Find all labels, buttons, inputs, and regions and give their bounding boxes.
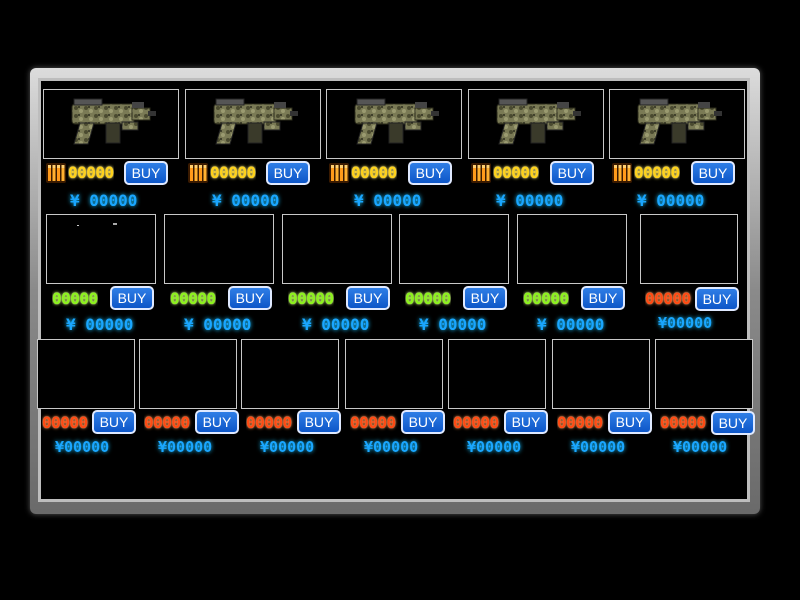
buy-button[interactable]: BUY [695,287,739,311]
buy-button[interactable]: BUY [463,286,507,310]
yen-cost: ¥ 00000 [637,191,705,210]
weapon-slot[interactable] [468,89,604,159]
buy-button[interactable]: BUY [346,286,390,310]
weapon-slot[interactable] [43,89,179,159]
ammo-price: 00000 [68,163,114,182]
item-slot[interactable] [37,339,135,409]
buy-button[interactable]: BUY [550,161,594,185]
bullets-icon [329,163,349,183]
buy-button[interactable]: BUY [124,161,168,185]
weapon-slot[interactable] [326,89,462,159]
buy-button[interactable]: BUY [110,286,154,310]
slot-speck [113,223,117,225]
yen-cost: ¥ 00000 [70,191,138,210]
buy-button[interactable]: BUY [581,286,625,310]
buy-button[interactable]: BUY [401,410,445,434]
item-slot[interactable] [139,339,237,409]
item-price: 00000 [523,289,569,308]
buy-button[interactable]: BUY [297,410,341,434]
slot-speck [77,225,79,226]
buy-button[interactable]: BUY [92,410,136,434]
weapon-slot[interactable] [185,89,321,159]
ammo-price: 00000 [634,163,680,182]
yen-cost: ¥ 00000 [66,315,134,334]
weapon-slot[interactable] [609,89,745,159]
yen-cost: ¥00000 [571,438,626,456]
item-price: 00000 [557,413,603,432]
item-slot[interactable] [448,339,546,409]
buy-button[interactable]: BUY [266,161,310,185]
item-price: 00000 [144,413,190,432]
item-slot[interactable] [399,214,509,284]
yen-cost: ¥00000 [260,438,315,456]
item-price: 00000 [350,413,396,432]
yen-cost: ¥ 00000 [537,315,605,334]
item-slot[interactable] [282,214,392,284]
item-price: 00000 [288,289,334,308]
item-slot[interactable] [345,339,443,409]
item-price: 00000 [645,289,691,308]
yen-cost: ¥ 00000 [419,315,487,334]
item-slot[interactable] [640,214,738,284]
gun-icon [186,90,320,158]
item-slot[interactable] [655,339,753,409]
item-price: 00000 [170,289,216,308]
gun-icon [327,90,461,158]
bullets-icon [188,163,208,183]
item-price: 00000 [405,289,451,308]
yen-cost: ¥00000 [158,438,213,456]
ammo-price: 00000 [351,163,397,182]
bullets-icon [46,163,66,183]
buy-button[interactable]: BUY [691,161,735,185]
buy-button[interactable]: BUY [711,411,755,435]
item-slot[interactable] [552,339,650,409]
bullets-icon [612,163,632,183]
yen-cost: ¥ 00000 [184,315,252,334]
buy-button[interactable]: BUY [228,286,272,310]
item-price: 00000 [52,289,98,308]
buy-button[interactable]: BUY [195,410,239,434]
yen-cost: ¥ 00000 [212,191,280,210]
item-price: 00000 [660,413,706,432]
buy-button[interactable]: BUY [504,410,548,434]
ammo-price: 00000 [493,163,539,182]
yen-cost: ¥ 00000 [496,191,564,210]
yen-cost: ¥ 00000 [302,315,370,334]
buy-button[interactable]: BUY [408,161,452,185]
gun-icon [469,90,603,158]
item-price: 00000 [246,413,292,432]
item-price: 00000 [453,413,499,432]
yen-cost: ¥00000 [467,438,522,456]
yen-cost: ¥00000 [364,438,419,456]
buy-button[interactable]: BUY [608,410,652,434]
ammo-price: 00000 [210,163,256,182]
item-slot[interactable] [517,214,627,284]
yen-cost: ¥00000 [658,314,713,332]
item-slot[interactable] [46,214,156,284]
item-slot[interactable] [164,214,274,284]
yen-cost: ¥ 00000 [354,191,422,210]
yen-cost: ¥00000 [55,438,110,456]
bullets-icon [471,163,491,183]
item-slot[interactable] [241,339,339,409]
yen-cost: ¥00000 [673,438,728,456]
item-price: 00000 [42,413,88,432]
gun-icon [610,90,744,158]
gun-icon [44,90,178,158]
